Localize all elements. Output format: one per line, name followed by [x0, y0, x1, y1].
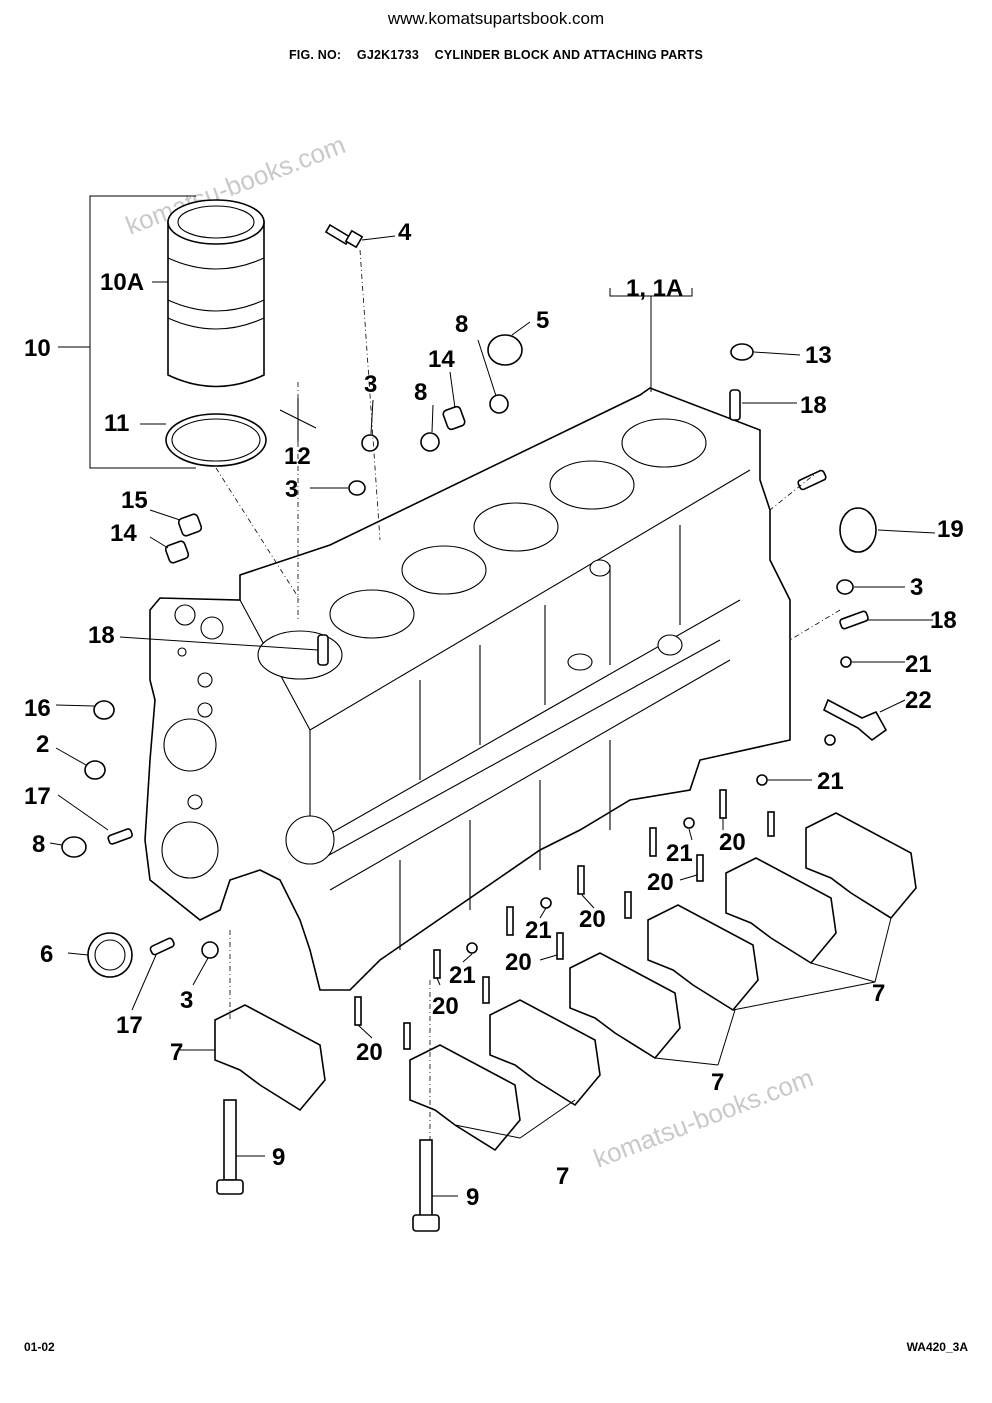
callout-21-right-mid: 21 [817, 768, 844, 795]
callout-4: 4 [398, 219, 412, 246]
website-url: www.komatsupartsbook.com [387, 9, 605, 28]
model-code: WA420_3A [906, 1340, 968, 1354]
callout-20-b: 20 [647, 869, 674, 896]
callout-16: 16 [24, 695, 51, 722]
callout-8-mid: 8 [414, 379, 427, 406]
callout-15: 15 [121, 487, 148, 514]
centerlines [215, 249, 841, 1140]
callout-21-right-top: 21 [905, 651, 932, 678]
callout-21-e: 21 [449, 962, 476, 989]
callout-7-right: 7 [872, 980, 885, 1007]
small-parts [61, 223, 888, 1050]
callout-14-left: 14 [110, 520, 137, 547]
callout-17-top: 17 [24, 783, 51, 810]
callout-labels: 4 1, 1A 10A 10 5 8 14 8 13 18 3 11 12 3 … [24, 219, 964, 1211]
callout-20-f: 20 [356, 1039, 383, 1066]
page-number: 01-02 [24, 1340, 55, 1354]
callout-3-top: 3 [364, 371, 377, 398]
callout-7-mid: 7 [711, 1069, 724, 1096]
callout-19: 19 [937, 516, 964, 543]
fig-number: GJ2K1733 [356, 48, 419, 62]
figure-heading: FIG. NO: GJ2K1733 CYLINDER BLOCK AND ATT… [0, 48, 992, 62]
callout-18-right: 18 [930, 607, 957, 634]
callout-21-d: 21 [525, 917, 552, 944]
callout-7-bottom: 7 [556, 1163, 569, 1190]
callout-5: 5 [536, 307, 549, 334]
callout-20-a: 20 [719, 829, 746, 856]
callout-11: 11 [104, 410, 129, 437]
callout-3-right: 3 [910, 574, 923, 601]
callout-9-left: 9 [272, 1144, 285, 1171]
callout-3-mid: 3 [285, 476, 298, 503]
callout-20-e: 20 [432, 993, 459, 1020]
callout-7-left: 7 [170, 1039, 183, 1066]
callout-12: 12 [284, 443, 311, 470]
fig-label: FIG. NO: [288, 48, 342, 62]
callout-13: 13 [805, 342, 832, 369]
leader-lines [49, 235, 936, 1197]
callout-10: 10 [24, 335, 51, 362]
o-ring [165, 413, 267, 467]
callout-17-bottom: 17 [116, 1012, 143, 1039]
cylinder-liner [167, 199, 265, 388]
callout-8-top: 8 [455, 311, 468, 338]
callout-3-bottom: 3 [180, 987, 193, 1014]
callout-9-right: 9 [466, 1184, 479, 1211]
callout-18-left: 18 [88, 622, 115, 649]
callout-21-c: 21 [666, 840, 693, 867]
callout-1-1a: 1, 1A [626, 275, 683, 302]
callout-20-d: 20 [505, 949, 532, 976]
callout-10a: 10A [100, 269, 144, 296]
callout-18-top: 18 [800, 392, 827, 419]
watermark-bottom: komatsu-books.com [589, 1062, 817, 1173]
callout-14-top: 14 [428, 346, 455, 373]
callout-22: 22 [905, 687, 932, 714]
callout-20-c: 20 [579, 906, 606, 933]
main-bearing-caps [214, 812, 917, 1152]
callout-2: 2 [36, 731, 49, 758]
callout-6: 6 [40, 941, 53, 968]
callout-8-left: 8 [32, 831, 45, 858]
fig-title: CYLINDER BLOCK AND ATTACHING PARTS [434, 48, 704, 62]
bracket-10 [89, 195, 196, 469]
cylinder-block [144, 387, 791, 991]
cap-bolts [216, 1099, 440, 1232]
